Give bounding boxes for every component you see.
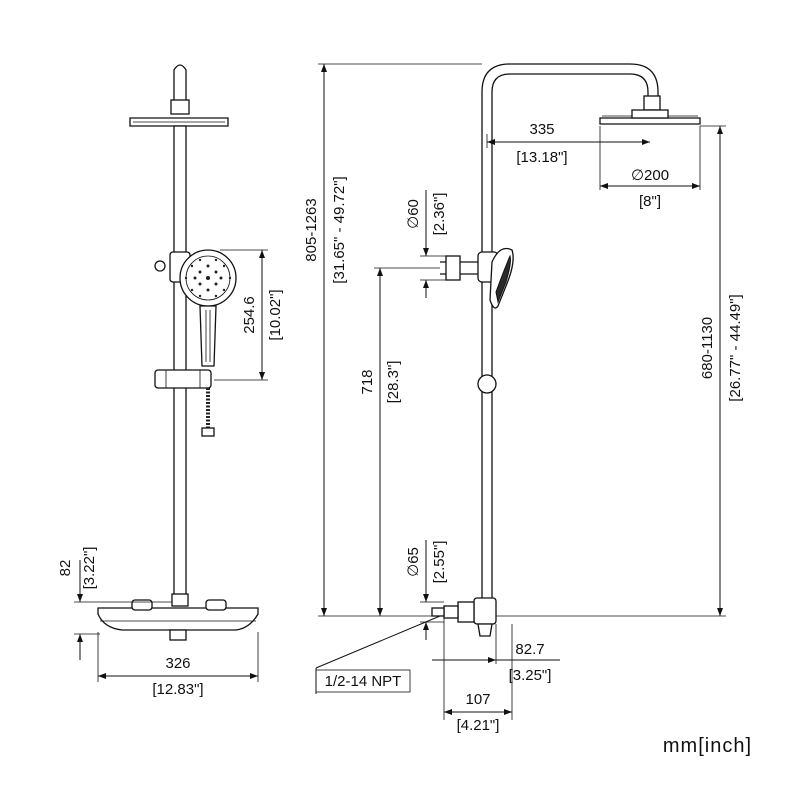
dim-wall-projection-in: [4.21"]: [457, 717, 500, 734]
side-slider-knob: [477, 374, 497, 394]
front-diverter-valve: [171, 593, 189, 607]
dim-head-diameter: ∅200: [631, 167, 669, 184]
dim-handset-length-in: [10.02"]: [267, 289, 284, 340]
front-mixer-shelf: [97, 607, 259, 631]
dim-mixer-height: 82: [57, 560, 74, 577]
dim-holder-diameter-in: [2.36"]: [431, 193, 448, 236]
front-slide-holder: [154, 369, 212, 389]
dim-handset-length: 254.6: [241, 296, 258, 334]
dim-width-total-in: [12.83"]: [152, 681, 203, 698]
dim-arm-reach: 335: [529, 121, 554, 138]
dim-head-diameter-in: [8"]: [639, 193, 661, 210]
dim-width-total: 326: [165, 655, 190, 672]
side-mixer-body: [473, 597, 497, 625]
side-view: [431, 63, 701, 637]
front-hand-shower-handle: [199, 305, 217, 367]
dim-holder-height-in: [28.3"]: [385, 361, 402, 404]
front-riser-pipe: [173, 125, 187, 597]
dim-arm-reach-in: [13.18"]: [516, 149, 567, 166]
side-view-dimensions: 805-1263 [31.65" - 49.72"] 335 [13.18"] …: [303, 63, 744, 734]
dim-overall-height-in: [31.65" - 49.72"]: [331, 176, 348, 283]
dim-inlet-offset-in: [3.25"]: [509, 667, 552, 684]
dim-overall-height: 805-1263: [303, 198, 320, 261]
dim-inlet-offset: 82.7: [515, 641, 544, 658]
dim-head-height-in: [26.77" - 44.49"]: [727, 294, 744, 401]
front-hand-shower-nozzles: [184, 258, 232, 298]
dim-inlet-diameter-in: [2.55"]: [431, 541, 448, 584]
front-mixer-outlet: [169, 629, 187, 641]
side-riser-and-arm: [481, 63, 659, 601]
label-thread-spec: 1/2-14 NPT: [325, 673, 402, 690]
dim-wall-projection: 107: [465, 691, 490, 708]
front-top-gooseneck: [173, 64, 187, 105]
side-rain-head: [599, 117, 701, 125]
front-view: [97, 64, 259, 641]
side-head-connector: [643, 95, 661, 111]
front-view-dimensions: 326 [12.83"] 82 [3.22"] 254.6 [10.02"]: [57, 249, 284, 698]
dim-mixer-height-in: [3.22"]: [81, 547, 98, 590]
dim-holder-height: 718: [359, 369, 376, 394]
side-inlet-fitting: [431, 607, 445, 617]
dim-inlet-diameter: ∅65: [405, 547, 422, 577]
dim-holder-diameter: ∅60: [405, 199, 422, 229]
dim-head-height: 680-1130: [699, 317, 716, 379]
units-label: mm[inch]: [663, 735, 752, 757]
front-head-connector: [170, 99, 190, 115]
